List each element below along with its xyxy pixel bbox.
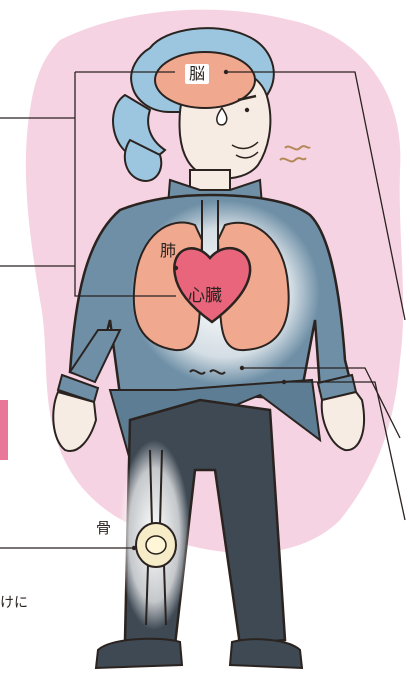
leader-dot: [224, 70, 228, 74]
label-heart: 心臓: [188, 288, 222, 305]
shoe-left: [96, 639, 182, 668]
leader-dot: [240, 366, 244, 370]
label-bone: 骨: [96, 521, 111, 536]
eye: [245, 108, 249, 112]
leader-dot: [174, 266, 178, 270]
edge-text: けに: [0, 596, 28, 610]
shoe-right: [230, 639, 302, 668]
label-brain: 脳: [185, 64, 209, 84]
knee-cap: [146, 536, 166, 554]
leader-dot: [132, 546, 136, 550]
leader-dot: [282, 380, 286, 384]
label-lung: 肺: [160, 243, 176, 259]
